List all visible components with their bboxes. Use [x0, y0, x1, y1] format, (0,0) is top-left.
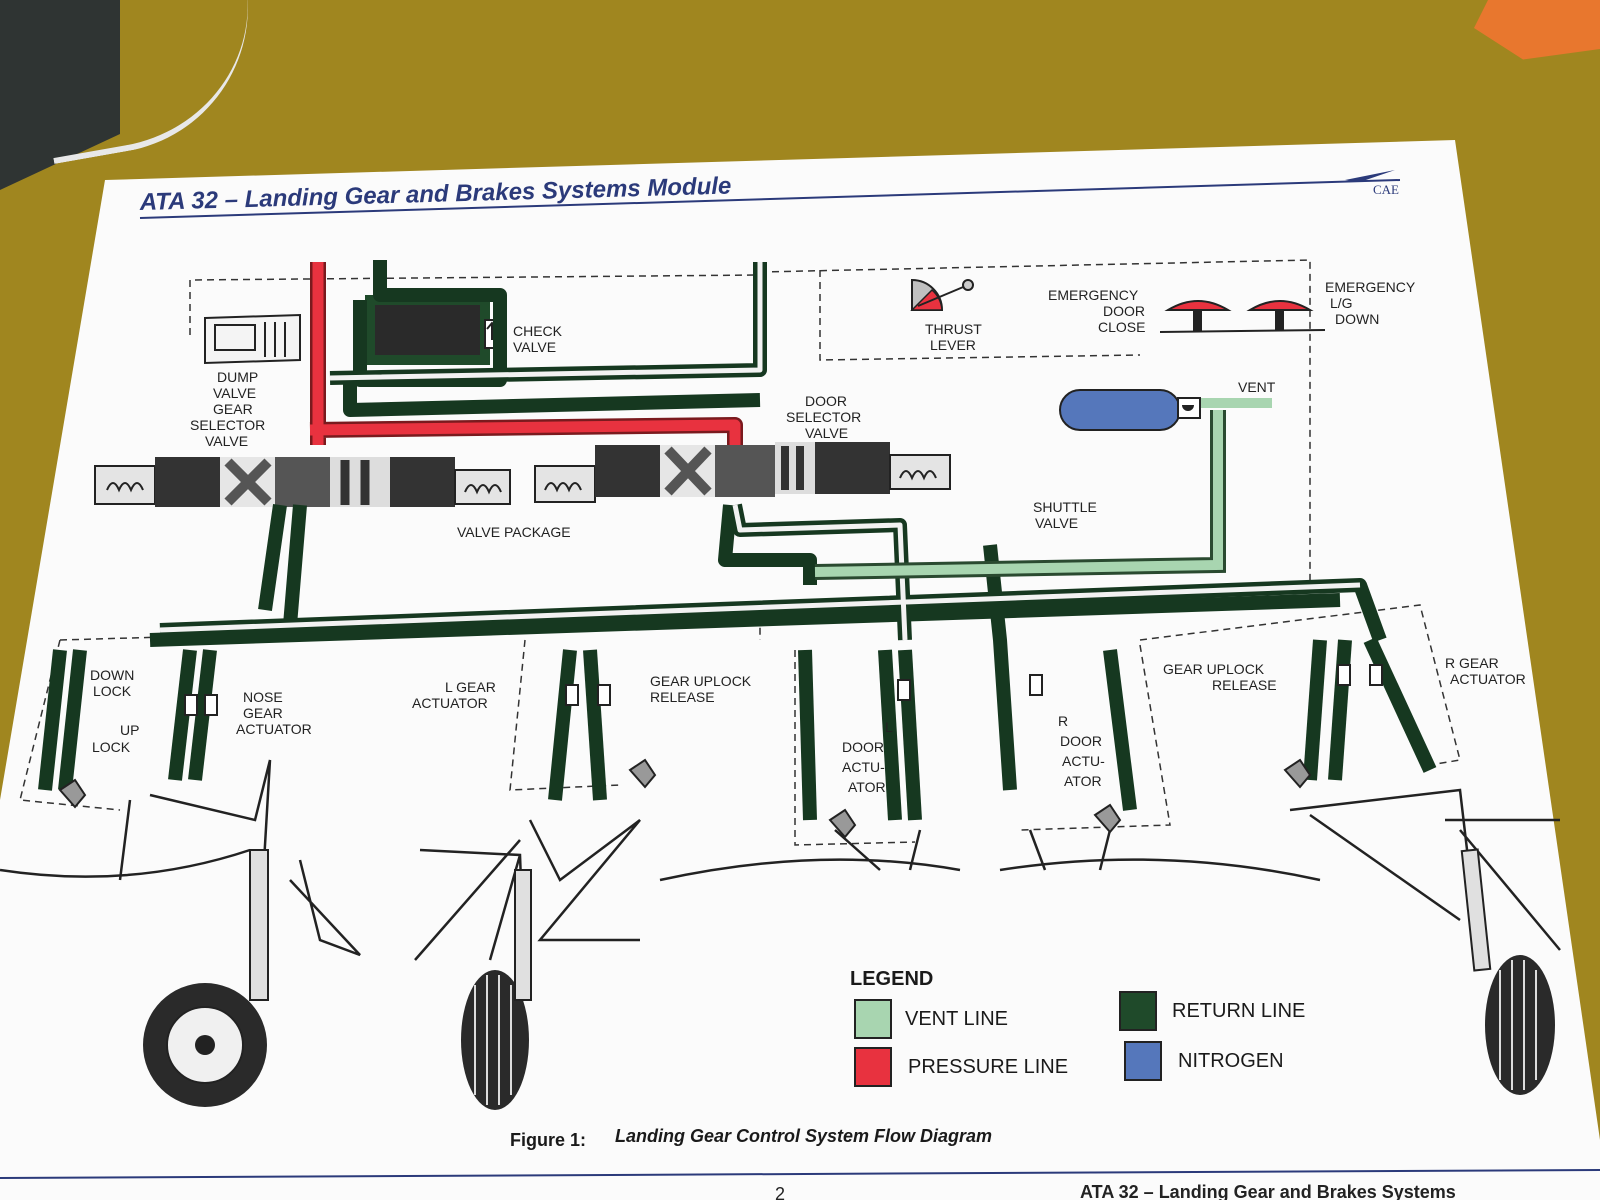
- legend-swatch-nitrogen: [1124, 1041, 1162, 1081]
- up-lock-label-1: UP: [120, 722, 139, 738]
- legend-title: LEGEND: [850, 968, 933, 990]
- gear-uplock-left-label-1: GEAR UPLOCK: [650, 673, 752, 689]
- legend-swatch-vent: [854, 999, 892, 1039]
- l-door-actuator-label-2: DOOR: [842, 739, 884, 755]
- dump-valve-label-1: DUMP: [217, 369, 258, 385]
- thrust-lever-label-2: LEVER: [930, 337, 976, 353]
- legend-label-nitrogen: NITROGEN: [1178, 1050, 1284, 1072]
- door-selector-label-1: DOOR: [805, 393, 847, 409]
- emergency-lg-down-label-2: L/G: [1330, 295, 1353, 311]
- r-door-actuator-label-1: R: [1058, 713, 1068, 729]
- l-door-actuator-label-4: ATOR: [848, 779, 886, 795]
- r-gear-actuator-label-1: R GEAR: [1445, 655, 1499, 671]
- right-main-wheel: [1460, 848, 1555, 1095]
- valve-package-label: VALVE PACKAGE: [457, 524, 571, 540]
- l-door-actuator-label-1: L: [885, 719, 893, 735]
- vent-line: [814, 410, 1223, 577]
- legend: LEGEND VENT LINE RETURN LINE PRESSURE LI…: [850, 968, 1305, 1087]
- l-door-actuator-label-3: ACTU-: [842, 759, 885, 775]
- r-door-actuator-label-2: DOOR: [1060, 733, 1102, 749]
- uplock-hooks: [58, 758, 1312, 839]
- legend-label-vent: VENT LINE: [905, 1008, 1008, 1030]
- valve-package: [94, 442, 951, 507]
- gear-structures: [0, 759, 1561, 991]
- l-gear-actuator-label-2: ACTUATOR: [412, 695, 488, 711]
- actuator-restrictors: [184, 664, 1383, 716]
- door-selector-label-2: SELECTOR: [786, 409, 861, 425]
- nose-gear-actuator-label-1: NOSE: [243, 689, 283, 705]
- caption-text: Landing Gear Control System Flow Diagram: [615, 1126, 992, 1146]
- dump-valve-label-5: VALVE: [205, 433, 248, 449]
- nitrogen-bottle: [1059, 389, 1201, 431]
- pressure-line: [309, 262, 743, 445]
- caption-prefix: Figure 1:: [510, 1130, 586, 1150]
- legend-swatch-pressure: [854, 1047, 892, 1087]
- check-valve-label-1: CHECK: [513, 323, 563, 339]
- thrust-lever-icon: [910, 278, 974, 311]
- door-selector-label-3: VALVE: [805, 425, 848, 441]
- cae-logo-mark: [1345, 170, 1395, 182]
- emergency-door-close-label-1: EMERGENCY: [1048, 287, 1139, 303]
- dump-valve-label-2: VALVE: [213, 385, 256, 401]
- check-valve-block: [365, 295, 490, 365]
- left-main-wheel: [461, 869, 532, 1110]
- emergency-lg-down-label-1: EMERGENCY: [1325, 279, 1416, 295]
- legend-swatch-return: [1119, 991, 1157, 1031]
- nose-wheel: [143, 849, 269, 1107]
- shuttle-valve-label-2: VALVE: [1035, 515, 1078, 531]
- down-lock-label-2: LOCK: [93, 683, 132, 699]
- emergency-door-close-label-3: CLOSE: [1098, 319, 1145, 335]
- r-door-actuator-label-3: ACTU-: [1062, 753, 1105, 769]
- footer-page-number: 2: [775, 1184, 785, 1200]
- emergency-lg-down-label-3: DOWN: [1335, 311, 1379, 327]
- emergency-handles: [1159, 300, 1326, 333]
- l-gear-actuator-label-1: L GEAR: [445, 679, 496, 695]
- gear-uplock-left-label-2: RELEASE: [650, 689, 715, 705]
- dump-valve: [204, 313, 301, 365]
- emergency-door-close-label-2: DOOR: [1103, 303, 1145, 319]
- return-lines: [38, 260, 1437, 821]
- gear-uplock-right-label-1: GEAR UPLOCK: [1163, 661, 1265, 677]
- legend-label-pressure: PRESSURE LINE: [908, 1056, 1068, 1078]
- title-rule: [139, 179, 1401, 219]
- shuttle-valve-label-1: SHUTTLE: [1033, 499, 1097, 515]
- r-gear-actuator-label-2: ACTUATOR: [1450, 671, 1526, 687]
- up-lock-label-2: LOCK: [92, 739, 131, 755]
- vent-label: VENT: [1238, 379, 1276, 395]
- legend-label-return: RETURN LINE: [1172, 1000, 1305, 1022]
- nose-gear-actuator-label-3: ACTUATOR: [236, 721, 312, 737]
- dump-valve-label-3: GEAR: [213, 401, 253, 417]
- dump-valve-label-4: SELECTOR: [190, 417, 265, 433]
- nose-gear-actuator-label-2: GEAR: [243, 705, 283, 721]
- r-door-actuator-label-4: ATOR: [1064, 773, 1102, 789]
- cae-logo: CAE: [1373, 182, 1399, 197]
- check-valve-label-2: VALVE: [513, 339, 556, 355]
- component-labels: CHECK VALVE DUMP VALVE GEAR SELECTOR VAL…: [90, 279, 1526, 795]
- down-lock-label-1: DOWN: [90, 667, 134, 683]
- footer-rule: [0, 1169, 1600, 1179]
- gear-uplock-right-label-2: RELEASE: [1212, 677, 1277, 693]
- thrust-lever-label-1: THRUST: [925, 321, 982, 337]
- footer-title: ATA 32 – Landing Gear and Brakes Systems: [1080, 1182, 1456, 1200]
